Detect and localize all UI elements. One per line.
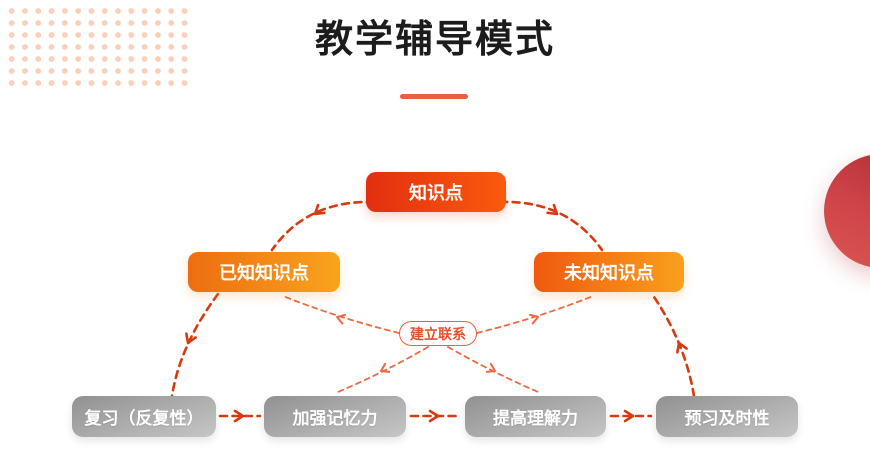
node-knowledge-point: 知识点: [366, 172, 506, 212]
node-unknown-knowledge-points-label: 未知知识点: [564, 263, 654, 283]
node-strengthen-memory: 加强记忆力: [264, 396, 406, 437]
edge-connect-to-unknown: [476, 295, 594, 334]
edge-memory-to-comprehension: [409, 409, 462, 423]
node-preview-timeliness: 预习及时性: [656, 396, 798, 437]
node-improve-comprehension: 提高理解力: [465, 396, 606, 437]
node-known-knowledge-points-label: 已知知识点: [219, 263, 309, 283]
edge-knowledge-to-unknown: [498, 200, 604, 252]
title-underline: [400, 94, 468, 99]
edge-comprehension-to-preview: [609, 409, 653, 423]
edge-connect-to-comprehension: [447, 346, 539, 393]
edge-connect-to-memory: [337, 346, 429, 393]
node-preview-timeliness-label: 预习及时性: [684, 409, 770, 428]
node-unknown-knowledge-points: 未知知识点: [534, 252, 684, 292]
node-improve-comprehension-label: 提高理解力: [493, 409, 578, 428]
page-title: 教学辅导模式: [314, 19, 555, 61]
node-known-knowledge-points: 已知知识点: [188, 252, 340, 292]
node-strengthen-memory-label: 加强记忆力: [292, 409, 378, 428]
edge-knowledge-to-known: [270, 200, 376, 252]
edge-known-to-review: [170, 292, 220, 398]
edge-review-to-memory: [218, 409, 262, 423]
node-review-repetitive: 复习（反复性）: [72, 396, 216, 437]
dot-pattern-decoration: [2, 3, 194, 87]
node-knowledge-point-label: 知识点: [409, 183, 463, 203]
edge-connect-to-known: [282, 295, 400, 334]
node-establish-connection-label: 建立联系: [410, 325, 466, 342]
node-establish-connection: 建立联系: [399, 321, 477, 346]
edge-preview-to-unknown: [650, 292, 696, 398]
node-review-repetitive-label: 复习（反复性）: [84, 409, 204, 428]
